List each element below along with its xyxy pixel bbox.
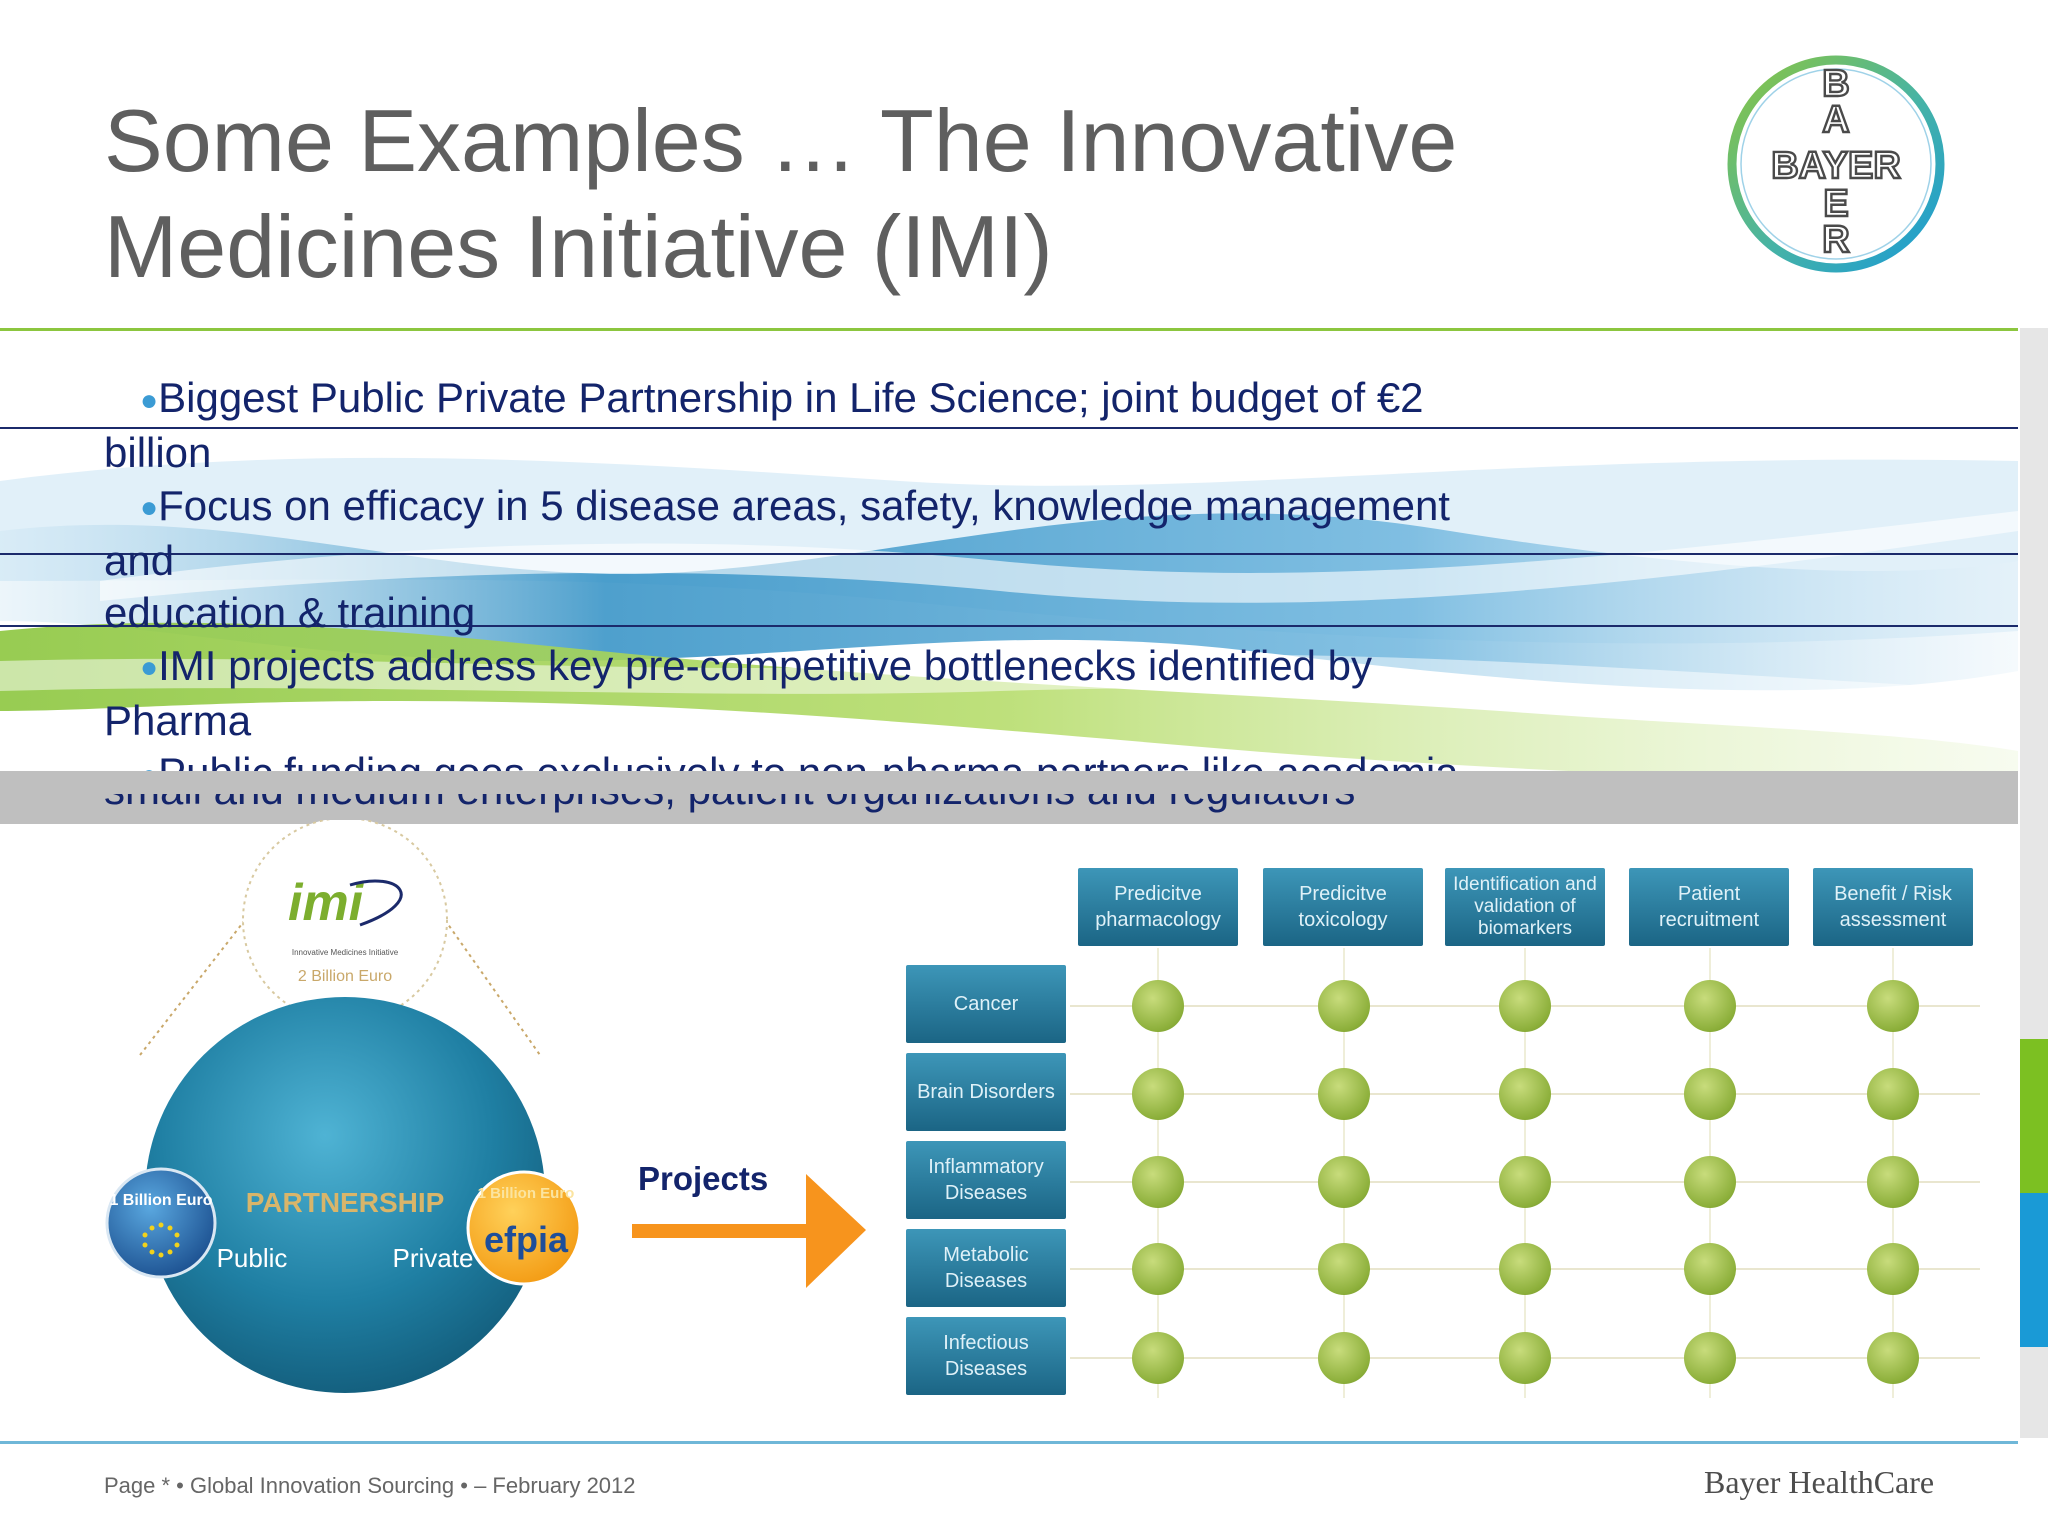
- col-header-biomarkers: Identification and validation of biomark…: [1445, 868, 1605, 946]
- slide-title: Some Examples … The Innovative Medicines…: [104, 88, 1604, 300]
- matrix-node: [1132, 1156, 1184, 1208]
- row-header-metabolic: Metabolic Diseases: [906, 1229, 1066, 1307]
- bullet-list: ●Biggest Public Private Partnership in L…: [104, 372, 1624, 771]
- projects-label: Projects: [638, 1160, 769, 1197]
- matrix-node: [1684, 1332, 1736, 1384]
- text-rule-3: [0, 625, 2018, 627]
- row-header-brain-disorders: Brain Disorders: [906, 1053, 1066, 1131]
- matrix-node: [1318, 1243, 1370, 1295]
- overlay-gray-bar: [0, 771, 2018, 824]
- logo-word-horizontal: BAYER: [1771, 145, 1901, 187]
- bullet-dot: ●: [140, 759, 158, 771]
- matrix-node: [1499, 1156, 1551, 1208]
- row-header-infectious: Infectious Diseases: [906, 1317, 1066, 1395]
- bayer-cross-logo: B A BAYER E R: [1727, 55, 1945, 273]
- bullet-2: ●Focus on efficacy in 5 disease areas, s…: [140, 481, 1450, 529]
- text-rule-1: [0, 427, 2018, 429]
- bullet-1-cont: billion: [104, 429, 212, 477]
- matrix-node: [1684, 1068, 1736, 1120]
- bullet-3-cont: Pharma: [104, 696, 252, 744]
- slide-title-line-2: Medicines Initiative (IMI): [104, 197, 1053, 296]
- bullet-2-cont-1: and: [104, 536, 175, 584]
- partnership-label: PARTNERSHIP: [246, 1187, 445, 1218]
- matrix-node: [1684, 1243, 1736, 1295]
- row-header-cancer: Cancer: [906, 965, 1066, 1043]
- bullet-4: ●Public funding goes exclusively to non-…: [104, 747, 1624, 771]
- matrix-node: [1867, 980, 1919, 1032]
- matrix-node: [1132, 1243, 1184, 1295]
- accent-green: [2020, 1039, 2048, 1193]
- row-header-inflammatory: Inflammatory Diseases: [906, 1141, 1066, 1219]
- text-rule-2: [0, 553, 2018, 555]
- right-accent-bar: [2020, 328, 2048, 1438]
- matrix-node: [1318, 1332, 1370, 1384]
- col-header-toxicology: Predicitve toxicology: [1263, 868, 1423, 946]
- public-coin-label: 1 Billion Euro: [109, 1192, 212, 1209]
- bullet-3: ●IMI projects address key pre-competitiv…: [140, 641, 1373, 689]
- matrix-node: [1132, 1332, 1184, 1384]
- matrix-node: [1132, 1068, 1184, 1120]
- matrix-node: [1318, 1156, 1370, 1208]
- matrix-node: [1684, 1156, 1736, 1208]
- matrix-node: [1499, 1243, 1551, 1295]
- bullet-overflow-line: small and medium enterprises, patient or…: [104, 794, 1604, 834]
- bullet-1: ●Biggest Public Private Partnership in L…: [140, 374, 1424, 421]
- footer-text: Page * • Global Innovation Sourcing • – …: [104, 1473, 636, 1498]
- matrix-node: [1318, 980, 1370, 1032]
- bullet-dot: ●: [140, 383, 159, 417]
- public-label: Public: [217, 1243, 288, 1273]
- private-coin-label: 1 Billion Euro: [478, 1185, 575, 1202]
- logo-letter-b-top: B: [1822, 63, 1849, 105]
- col-header-benefit-risk: Benefit / Risk assessment: [1813, 868, 1973, 946]
- logo-letter-r-bottom: R: [1822, 219, 1849, 261]
- matrix-node: [1867, 1156, 1919, 1208]
- logo-letter-e-bottom: E: [1823, 183, 1848, 225]
- bullet-dot: ●: [140, 491, 159, 525]
- slide-title-line-1: Some Examples … The Innovative: [104, 91, 1458, 190]
- bayer-healthcare-wordmark: Bayer HealthCare: [1704, 1464, 1935, 1500]
- accent-blue: [2020, 1193, 2048, 1347]
- matrix-node: [1132, 980, 1184, 1032]
- matrix-node: [1499, 1068, 1551, 1120]
- efpia-logo-text: efpia: [484, 1219, 569, 1260]
- matrix-node: [1867, 1243, 1919, 1295]
- matrix-node: [1684, 980, 1736, 1032]
- logo-letter-a-top: A: [1822, 99, 1849, 141]
- matrix-node: [1499, 980, 1551, 1032]
- col-header-pharmacology: Predicitve pharmacology: [1078, 868, 1238, 946]
- projects-arrow: [632, 1174, 866, 1288]
- partnership-diagram: imi Innovative Medicines Initiative 2 Bi…: [105, 820, 582, 1393]
- matrix-node: [1867, 1332, 1919, 1384]
- col-header-patient-recruitment: Patient recruitment: [1629, 868, 1789, 946]
- imi-small-text: Innovative Medicines Initiative: [292, 948, 399, 957]
- imi-budget-text: 2 Billion Euro: [298, 968, 392, 985]
- bullet-2-cont-2: education & training: [104, 589, 476, 637]
- matrix-node: [1867, 1068, 1919, 1120]
- matrix-node: [1318, 1068, 1370, 1120]
- matrix-node: [1499, 1332, 1551, 1384]
- bullet-clip: ●Biggest Public Private Partnership in L…: [0, 0, 2018, 771]
- private-label: Private: [393, 1243, 474, 1273]
- bullet-dot: ●: [140, 651, 159, 685]
